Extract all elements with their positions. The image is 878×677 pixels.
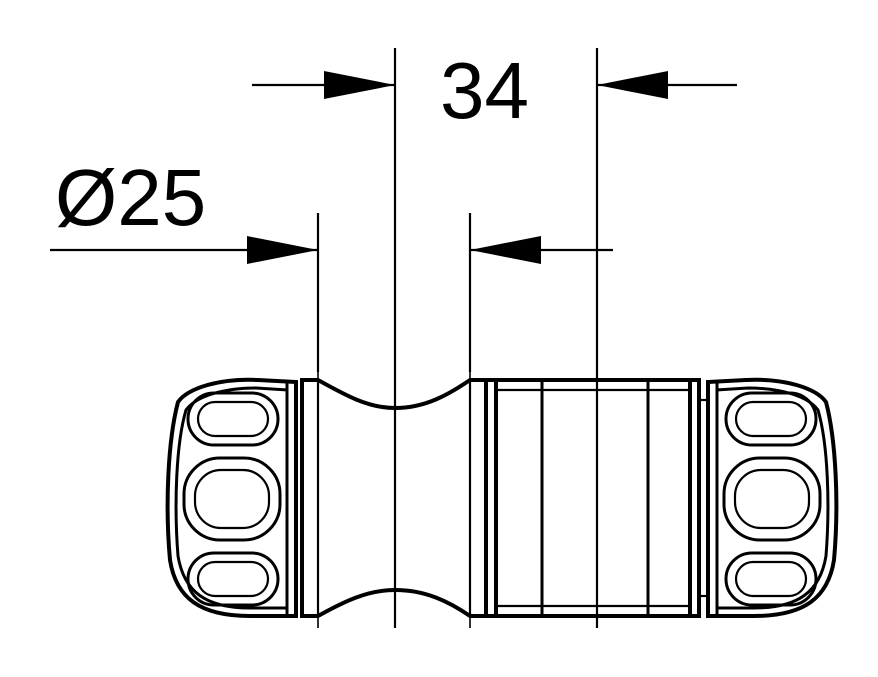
right-knob-inner-outline — [715, 386, 830, 610]
left-knob — [165, 377, 298, 618]
width-dimension: 34 — [252, 46, 737, 628]
left-knob-grip-top-inner — [196, 400, 270, 438]
right-knob-grip-top-inner — [734, 400, 808, 438]
left-knob-inner-outline — [174, 386, 289, 610]
width-dimension-label: 34 — [440, 46, 529, 135]
diameter-dimension-label: Ø25 — [55, 153, 206, 242]
width-arrow-left — [324, 71, 395, 99]
left-knob-grip-top — [186, 391, 280, 447]
left-knob-grip-bottom — [186, 551, 280, 607]
left-knob-outline — [165, 377, 298, 618]
left-knob-grip-middle-inner — [193, 468, 271, 530]
diameter-arrow-left — [247, 236, 318, 264]
diameter-arrow-right — [470, 236, 541, 264]
right-knob-grip-bottom — [724, 551, 818, 607]
coupling-body — [484, 378, 701, 618]
right-knob-grip-bottom-inner — [734, 560, 808, 598]
right-knob — [699, 377, 839, 618]
width-arrow-right — [597, 71, 668, 99]
right-knob-grip-middle — [722, 456, 822, 542]
right-knob-grip-top — [724, 391, 818, 447]
right-knob-outline — [706, 377, 839, 618]
left-knob-grip-middle — [182, 456, 282, 542]
coupling-body-outline — [484, 378, 701, 618]
right-knob-grip-middle-inner — [733, 468, 811, 530]
left-knob-grip-bottom-inner — [196, 560, 270, 598]
diameter-dimension: Ø25 — [50, 153, 613, 372]
part-body — [165, 372, 839, 628]
